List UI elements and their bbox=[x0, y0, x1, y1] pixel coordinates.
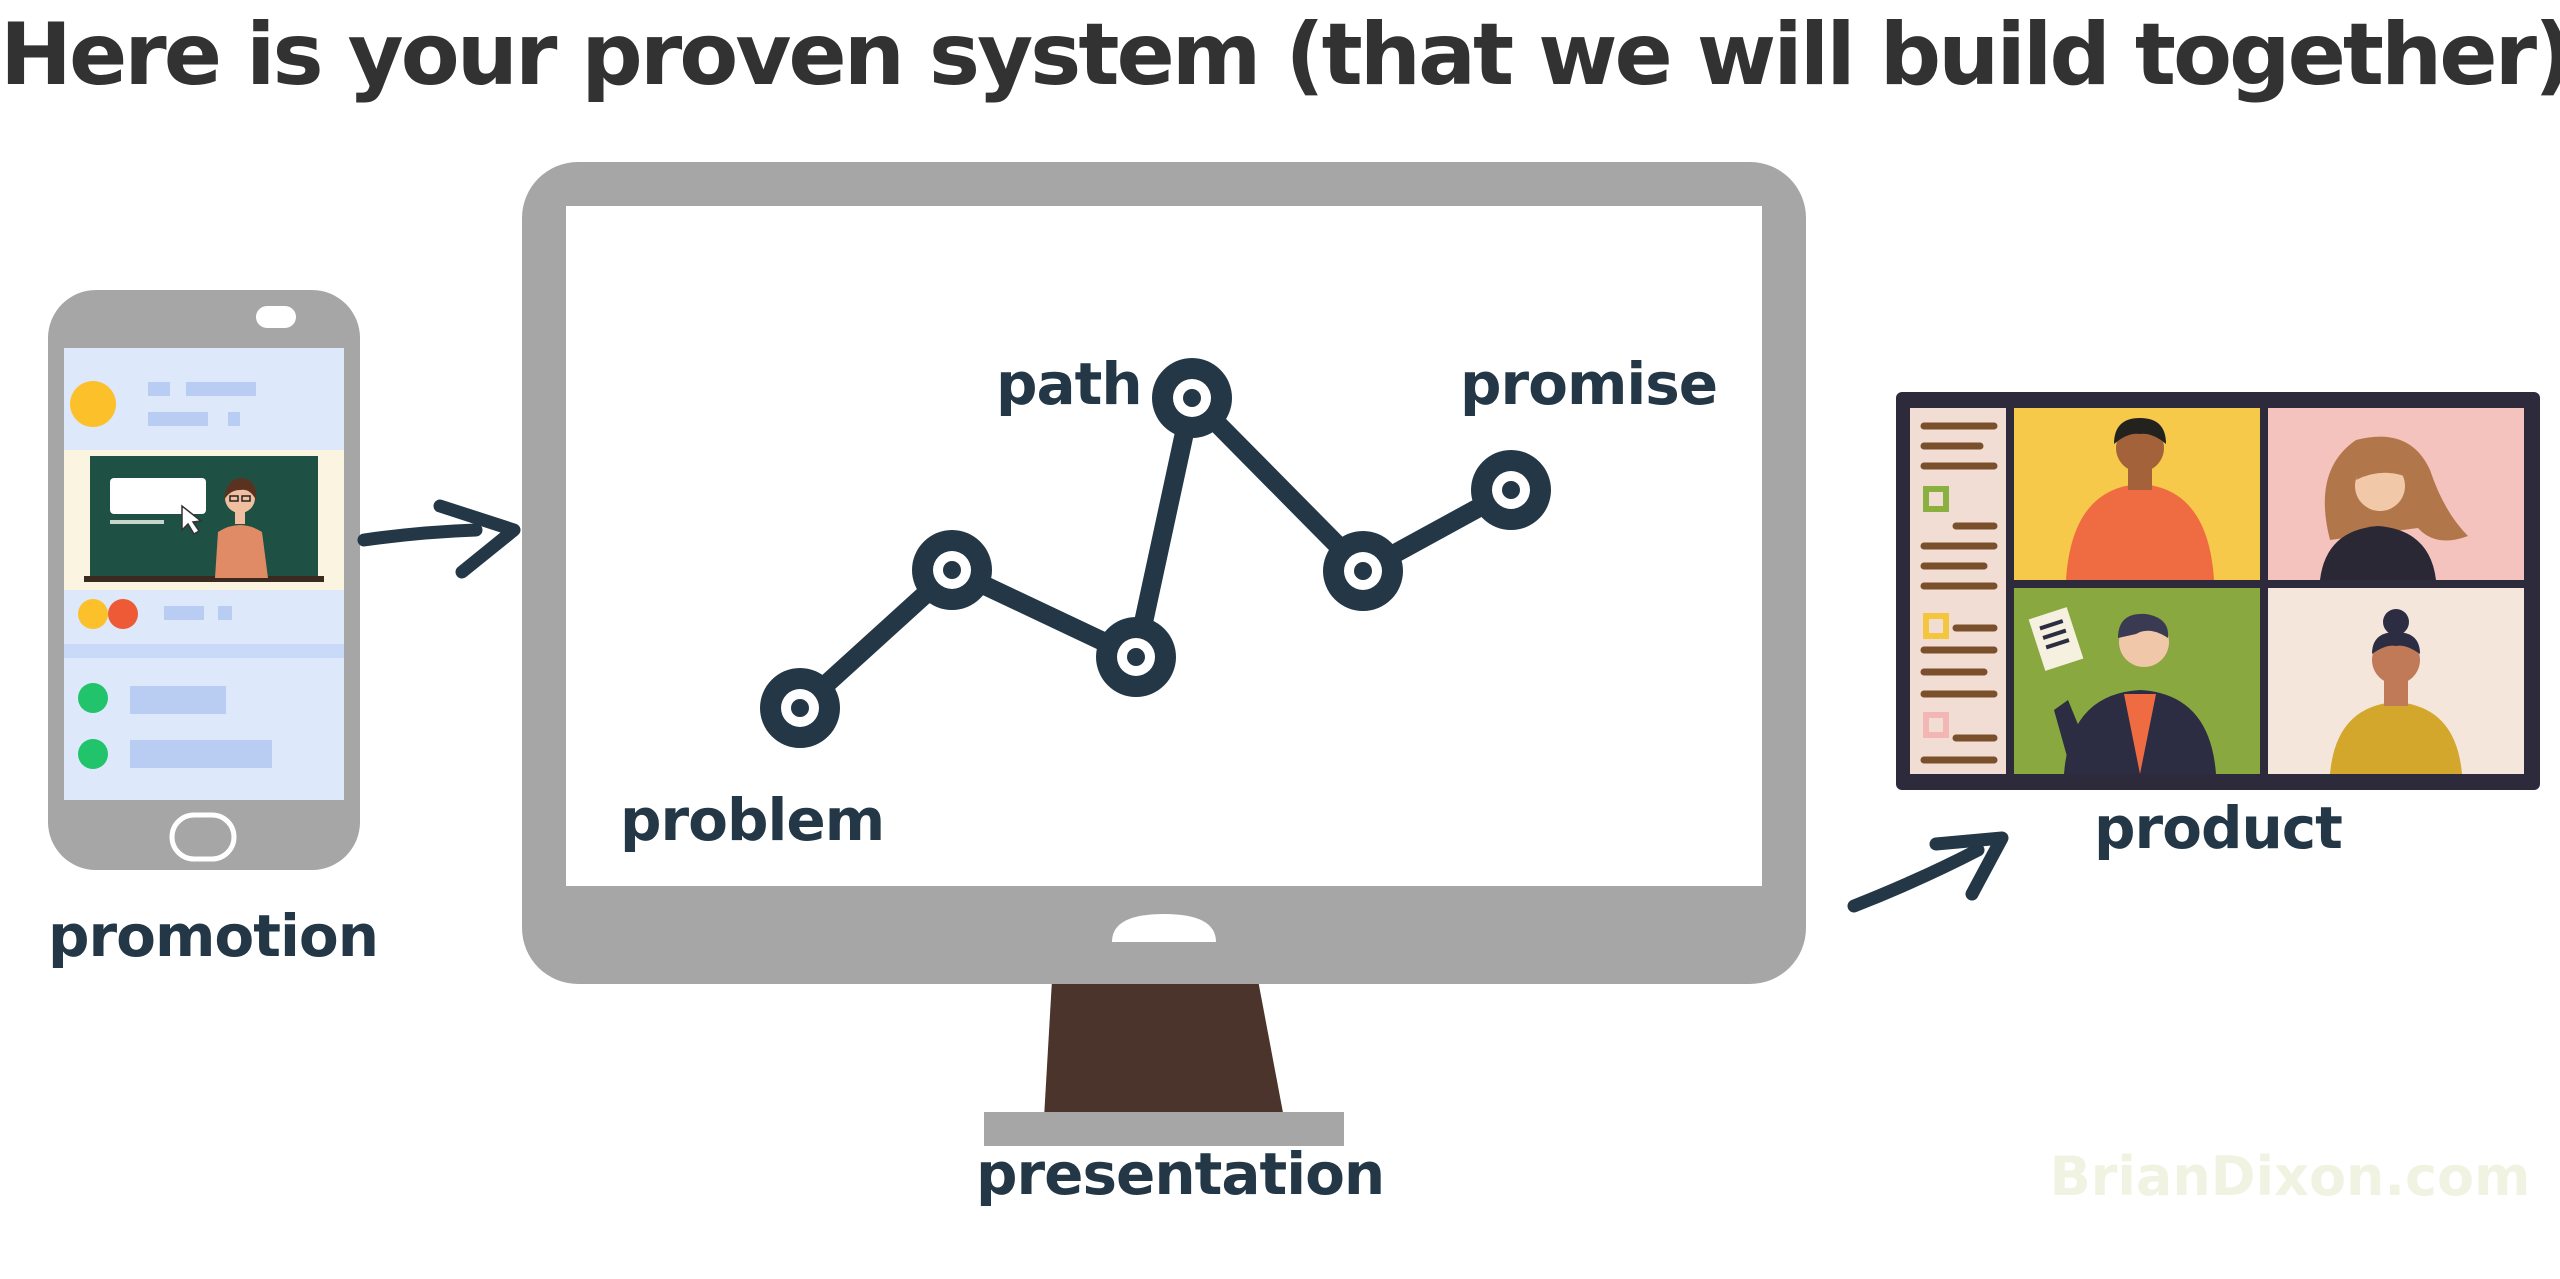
arrow-phone-to-monitor bbox=[357, 499, 521, 579]
label-product: product bbox=[2094, 794, 2343, 862]
smartphone-icon bbox=[48, 290, 360, 870]
page-title: Here is your proven system (that we will… bbox=[0, 5, 2560, 105]
node-path bbox=[1152, 358, 1232, 438]
teacher-at-blackboard-icon bbox=[84, 456, 324, 582]
arrow-monitor-to-product bbox=[1847, 831, 2009, 913]
watermark: BrianDixon.com bbox=[2049, 1145, 2531, 1208]
node-problem bbox=[760, 668, 840, 748]
node-3 bbox=[1096, 617, 1176, 697]
label-presentation: presentation bbox=[976, 1140, 1385, 1208]
label-problem: problem bbox=[620, 786, 885, 854]
node-2 bbox=[912, 530, 992, 610]
label-path: path bbox=[996, 350, 1143, 418]
label-promotion: promotion bbox=[48, 902, 379, 970]
video-call-screen-icon bbox=[1896, 392, 2540, 790]
label-promise: promise bbox=[1460, 350, 1718, 418]
path-line-chart bbox=[760, 358, 1551, 748]
node-5 bbox=[1323, 531, 1403, 611]
node-promise bbox=[1471, 450, 1551, 530]
